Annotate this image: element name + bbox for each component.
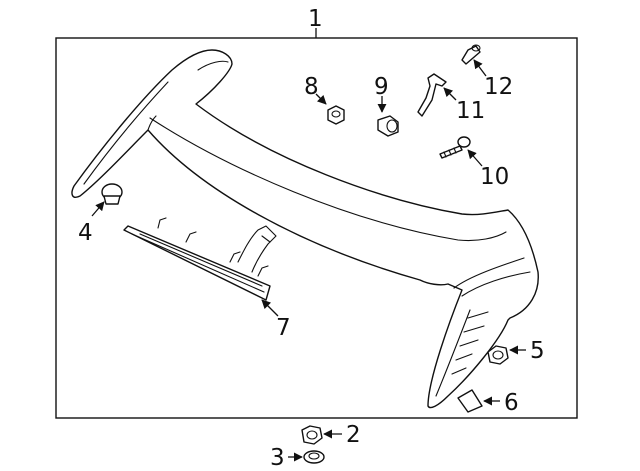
callout-9: 9: [374, 74, 389, 100]
bracket-part-11: [417, 73, 447, 117]
grommet-part-9: [377, 115, 399, 137]
pin-part-12: [461, 44, 481, 65]
callout-7: 7: [276, 315, 291, 341]
callout-6: 6: [504, 390, 519, 416]
leader-10: [467, 149, 483, 167]
clip-part-4: [101, 183, 123, 205]
callout-4: 4: [78, 220, 93, 246]
nut-part-2: [301, 425, 323, 445]
screw-part-10: [439, 136, 471, 159]
leader-11: [443, 87, 457, 101]
callout-1: 1: [308, 6, 323, 32]
callout-8: 8: [304, 74, 319, 100]
leader-7: [261, 299, 279, 317]
callout-5: 5: [530, 338, 545, 364]
nut-part-5: [487, 345, 509, 365]
callout-3: 3: [270, 445, 285, 471]
nut-part-8: [327, 105, 345, 125]
leader-4: [91, 201, 105, 217]
callout-12: 12: [484, 74, 513, 100]
brake-lamp-part-7: [123, 217, 277, 301]
washer-part-3: [303, 450, 325, 464]
leader-12: [473, 59, 487, 77]
pad-part-6: [457, 389, 483, 413]
callout-10: 10: [480, 164, 509, 190]
callout-2: 2: [346, 422, 361, 448]
callout-11: 11: [456, 98, 485, 124]
spoiler-assembly: [71, 49, 539, 409]
leader-8: [315, 93, 327, 105]
